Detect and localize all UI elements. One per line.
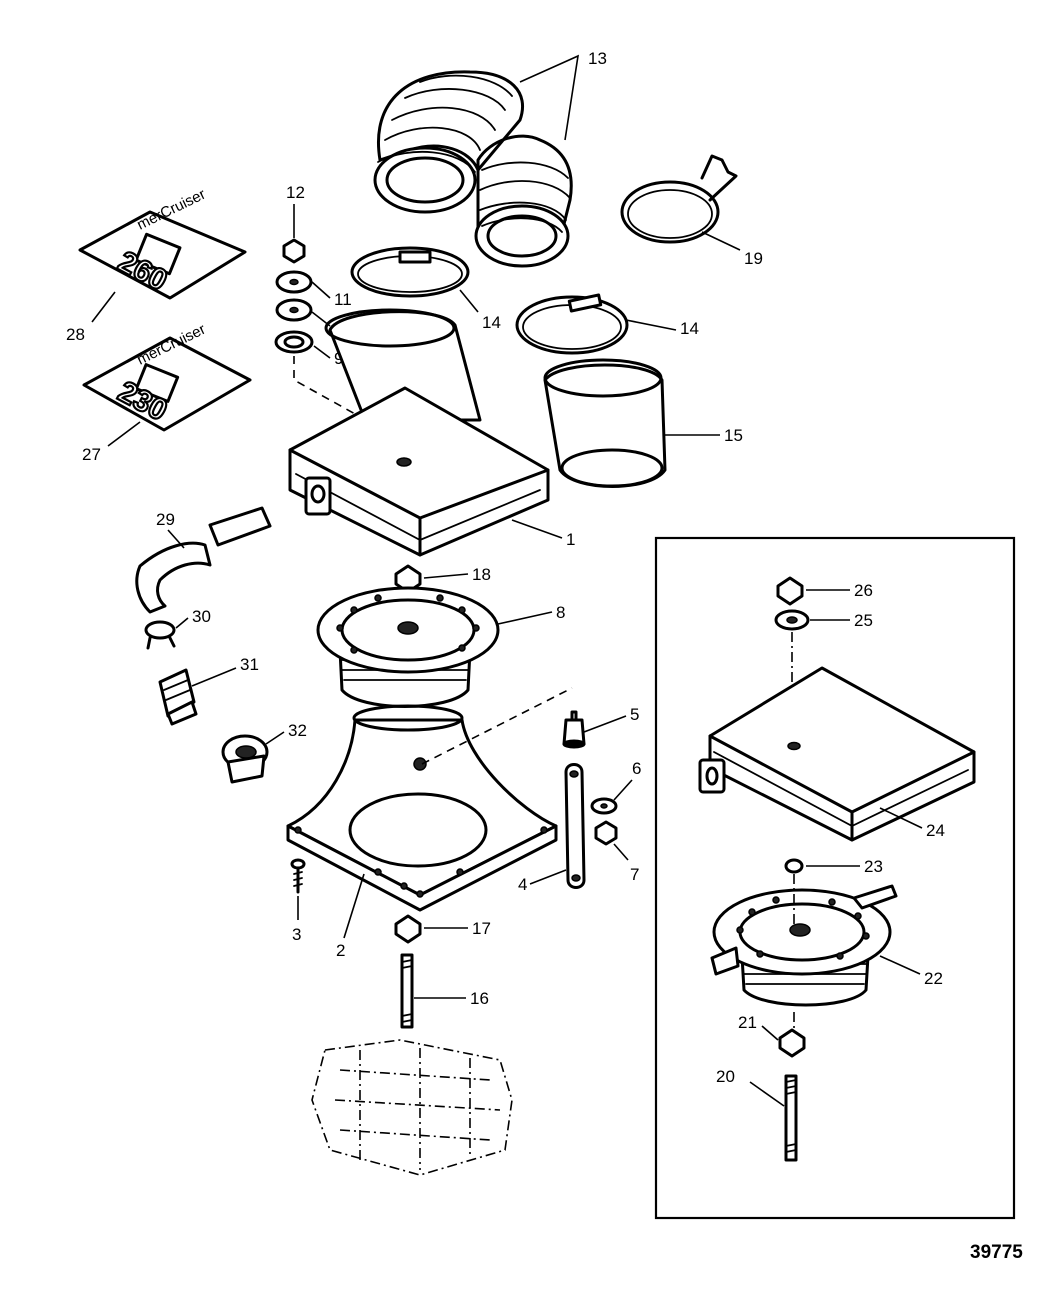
- callout-8: 8: [556, 603, 565, 622]
- callout-29: 29: [156, 510, 175, 529]
- callout-23: 23: [864, 857, 883, 876]
- part-18-nut: [394, 564, 422, 594]
- part-5-stud: [562, 710, 586, 749]
- part-3-screw: [290, 858, 306, 894]
- callout-26: 26: [854, 581, 873, 600]
- callout-31: 31: [240, 655, 259, 674]
- callout-1: 1: [566, 530, 575, 549]
- callout-15: 15: [724, 426, 743, 445]
- callout-9: 9: [334, 349, 343, 368]
- part-4-support-bracket: [564, 763, 586, 889]
- callout-2: 2: [336, 941, 345, 960]
- part-13-flex-duct: [373, 70, 573, 268]
- alternate-assembly-inset: [654, 536, 1016, 1220]
- callout-19: 19: [744, 249, 763, 268]
- callout-5: 5: [630, 705, 639, 724]
- part-19-bracket: [620, 154, 738, 244]
- callout-14-left: 14: [482, 313, 501, 332]
- callout-28: 28: [66, 325, 85, 344]
- callout-24: 24: [926, 821, 945, 840]
- part-29-hose: [135, 506, 272, 614]
- callout-13: 13: [588, 49, 607, 68]
- callout-4: 4: [518, 875, 527, 894]
- callout-6: 6: [632, 759, 641, 778]
- decal-28-260: merCruiser 260: [78, 186, 247, 300]
- callout-27: 27: [82, 445, 101, 464]
- callout-21: 21: [738, 1013, 757, 1032]
- part-31-fitting: [158, 668, 198, 726]
- part-12-nut: [282, 238, 306, 264]
- part-2-adapter: [286, 704, 558, 912]
- part-21-nut: [778, 1028, 806, 1058]
- part-16-stud: [400, 953, 414, 1029]
- part-30-clip: [144, 620, 176, 650]
- part-32-plug: [221, 734, 269, 784]
- callout-18: 18: [472, 565, 491, 584]
- part-14-hose-clamp-right: [515, 293, 629, 355]
- part-1-flame-arrestor-cover: [288, 308, 550, 557]
- part-7-nut: [594, 820, 618, 846]
- callout-16: 16: [470, 989, 489, 1008]
- callout-25: 25: [854, 611, 873, 630]
- part-20-stud: [784, 1074, 798, 1162]
- figure-number: 39775: [970, 1242, 1023, 1263]
- part-14-hose-clamp-left: [350, 246, 470, 298]
- part-23-nut: [784, 858, 804, 874]
- part-8-flame-arrestor: [316, 586, 500, 708]
- part-24-cover: [698, 666, 976, 842]
- part-26-nut: [776, 576, 804, 606]
- callout-22: 22: [924, 969, 943, 988]
- part-9-gasket: [274, 330, 314, 354]
- part-17-nut: [394, 914, 422, 944]
- callout-32: 32: [288, 721, 307, 740]
- decal-27-230: merCruiser 230: [82, 321, 252, 432]
- callout-7: 7: [630, 865, 639, 884]
- carburetor-phantom: [311, 1039, 513, 1176]
- part-22-flame-arrestor: [710, 884, 898, 1007]
- callout-3: 3: [292, 925, 301, 944]
- callout-11: 11: [334, 290, 352, 309]
- callout-12: 12: [286, 183, 305, 202]
- callout-17: 17: [472, 919, 491, 938]
- callout-20: 20: [716, 1067, 735, 1086]
- callout-14-right: 14: [680, 319, 699, 338]
- callout-30: 30: [192, 607, 211, 626]
- part-15-sleeve: [543, 358, 667, 488]
